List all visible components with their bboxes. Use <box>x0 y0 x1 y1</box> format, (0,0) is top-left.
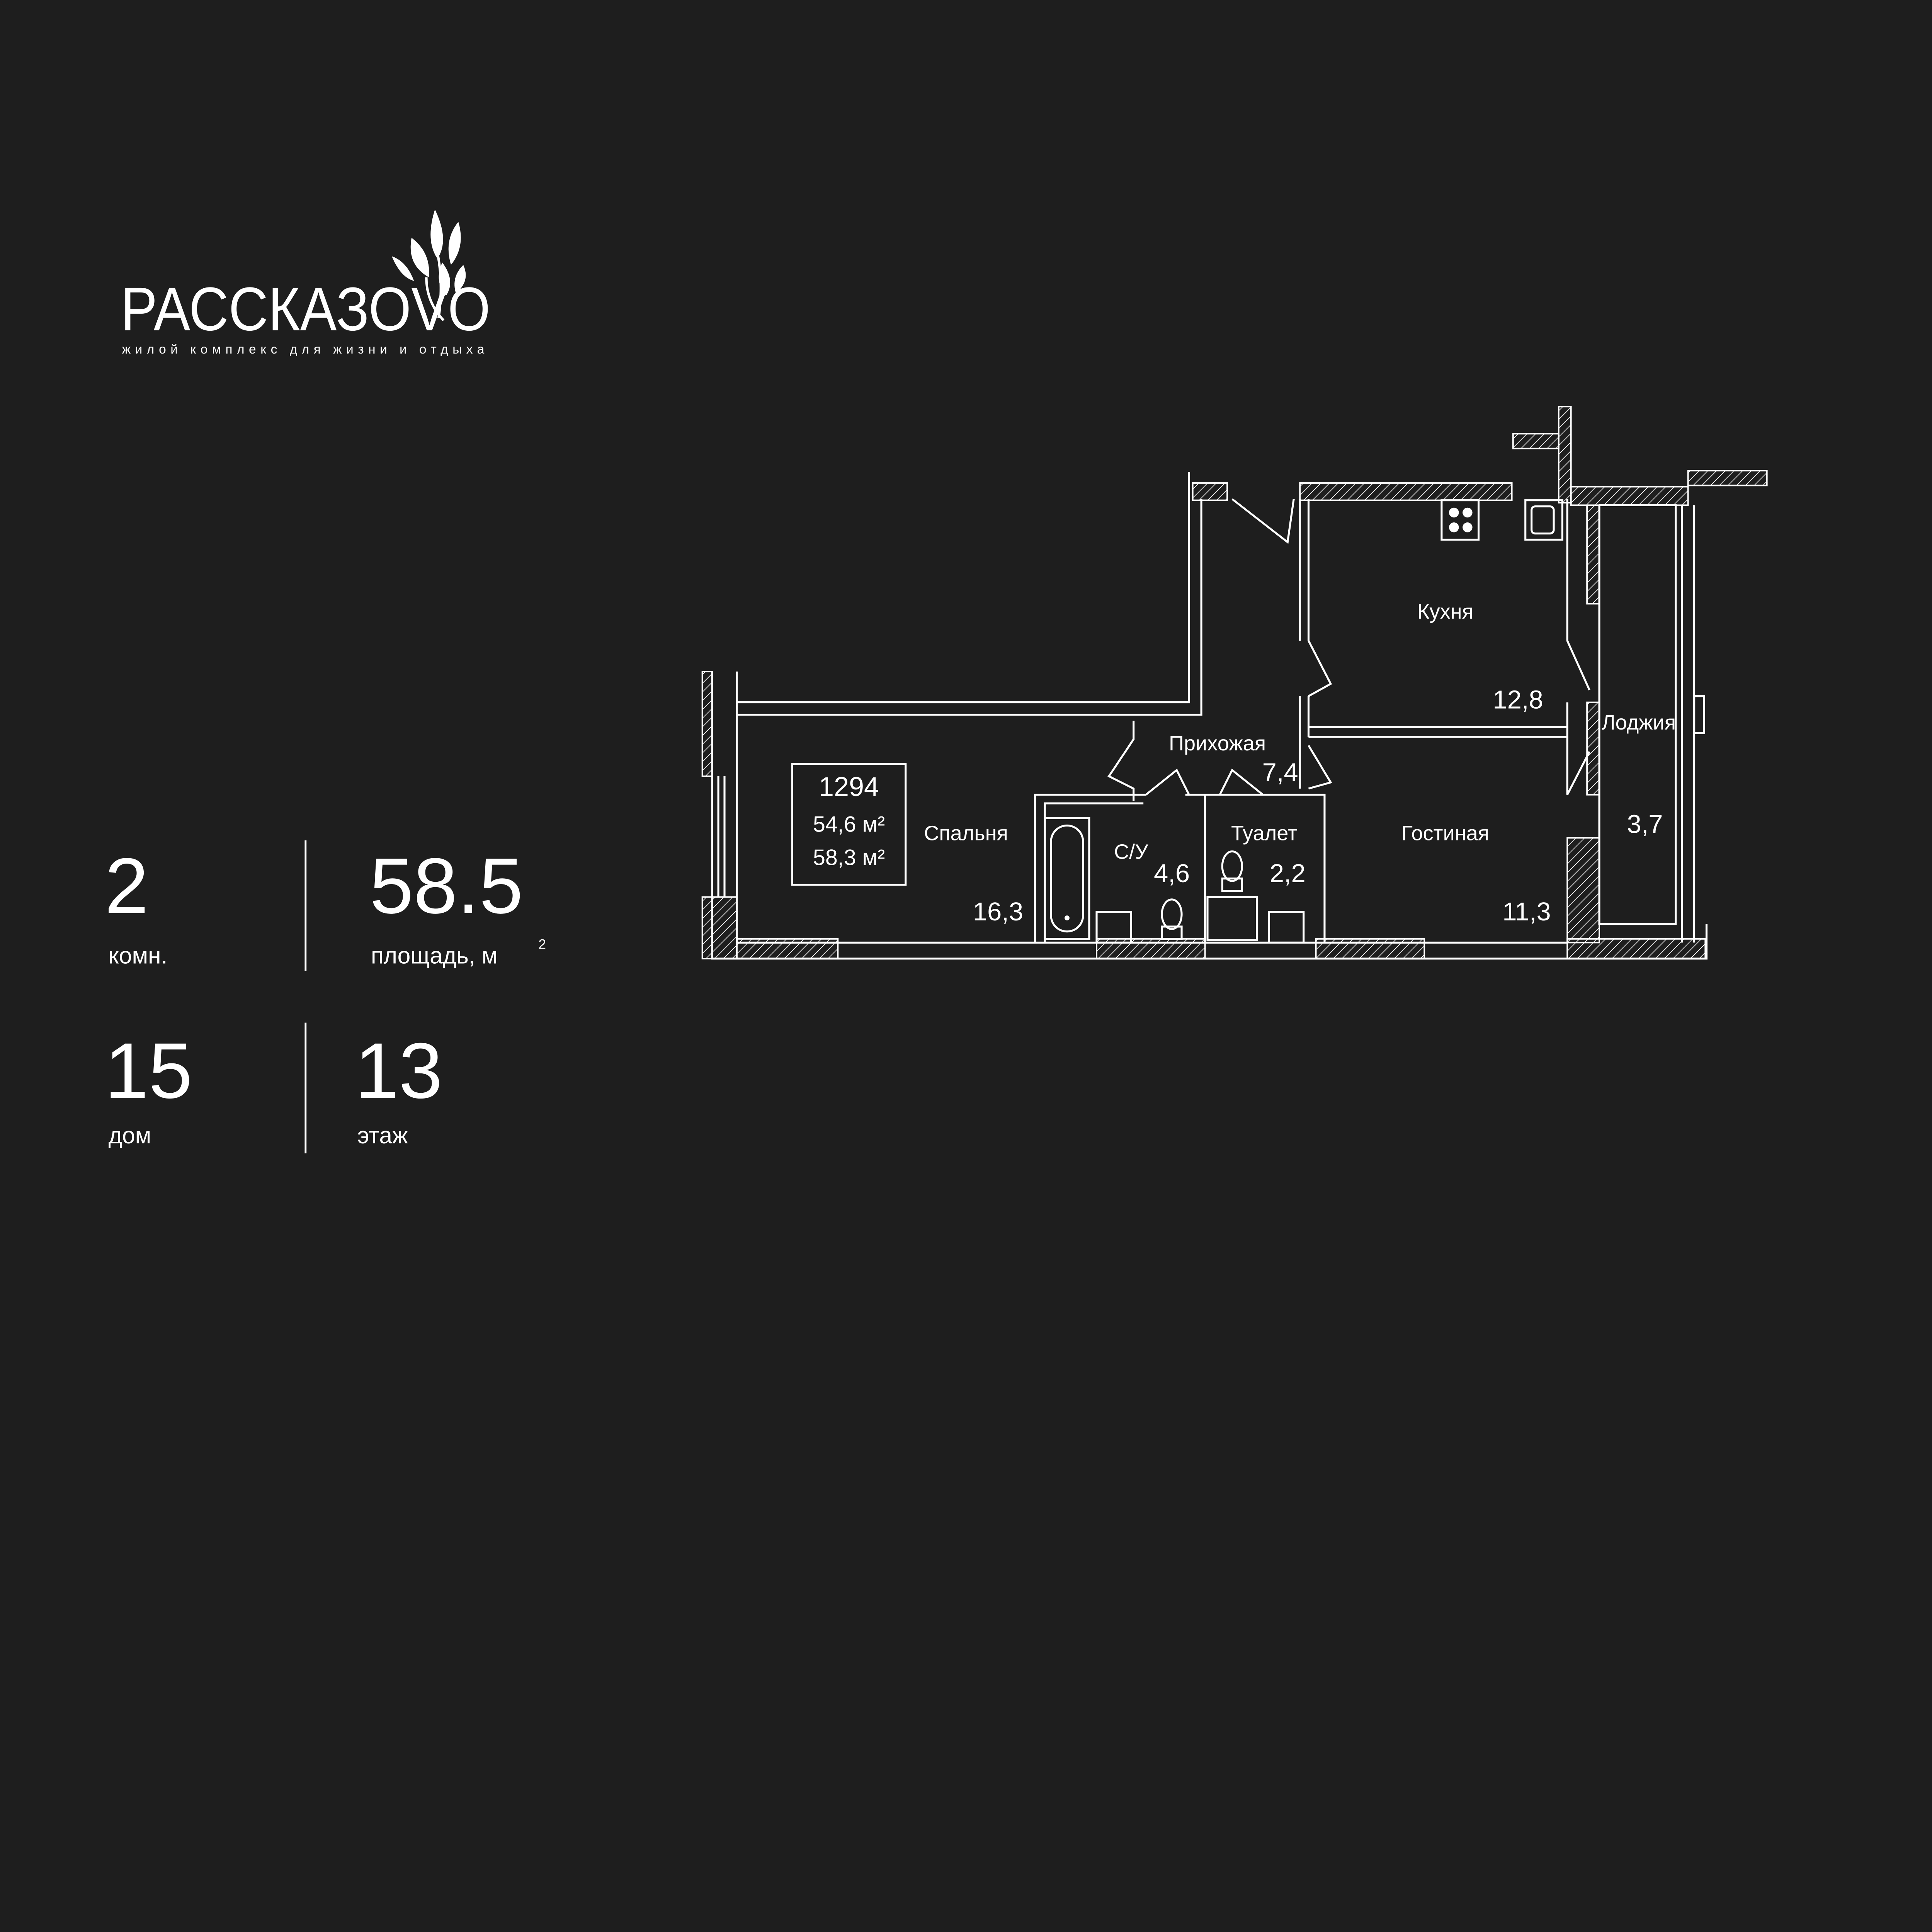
total-area: 58,3 м² <box>813 845 885 870</box>
page-canvas: РАССКАЗОVО жилой комплекс для жизни и от… <box>105 209 1768 1153</box>
bathtub-icon <box>1044 817 1090 940</box>
cabinet-icon <box>1268 911 1305 944</box>
door <box>1308 745 1332 790</box>
door <box>1107 721 1135 801</box>
door <box>1308 640 1332 697</box>
floor-value: 13 <box>355 1027 442 1115</box>
house-label: дом <box>109 1122 151 1148</box>
wall <box>1586 504 1600 605</box>
window <box>1693 695 1705 734</box>
sink-counter-icon <box>1206 896 1258 941</box>
wall <box>711 671 1708 960</box>
wall <box>1034 794 1326 943</box>
room-toilet-area: 2,2 <box>1270 859 1306 888</box>
room-toilet-name: Туалет <box>1231 822 1297 845</box>
leaves-icon <box>392 209 466 321</box>
stats-panel: 2 комн. 58.5 площадь, м 2 15 дом 13 этаж <box>105 840 546 1153</box>
sink-icon <box>1524 499 1563 541</box>
wall <box>736 671 1568 944</box>
area-value: 58.5 <box>370 842 523 930</box>
wall <box>736 472 1202 716</box>
wall <box>1570 486 1689 506</box>
room-kitchen-name: Кухня <box>1417 600 1473 623</box>
wall <box>1192 482 1228 501</box>
apartment-info-box <box>791 763 907 886</box>
room-bathroom-area: 4,6 <box>1154 859 1190 888</box>
wall <box>1566 499 1677 925</box>
room-living-name: Гостиная <box>1401 822 1489 845</box>
brand-tagline: жилой комплекс для жизни и отдыха <box>122 342 485 357</box>
room-hallway-area: 7,4 <box>1262 758 1298 787</box>
wall <box>1687 470 1768 486</box>
brand-logo: РАССКАЗОVО жилой комплекс для жизни и от… <box>121 209 491 357</box>
room-bedroom-name: Спальня <box>924 822 1008 845</box>
living-area: 54,6 м² <box>813 812 885 837</box>
window <box>717 776 726 897</box>
wall <box>1299 482 1513 501</box>
wall <box>701 670 713 777</box>
entrance-door <box>1231 498 1295 544</box>
brand-name: РАССКАЗОVО <box>121 275 491 344</box>
loggia-window <box>1681 505 1696 943</box>
house-value: 15 <box>105 1027 192 1115</box>
wall <box>701 896 738 959</box>
room-bathroom-name: С/У <box>1114 840 1148 864</box>
cabinet-icon <box>1095 911 1132 944</box>
apartment-number: 1294 <box>819 771 879 802</box>
rooms-label: комн. <box>109 942 168 969</box>
floor-plan: 1294 54,6 м² 58,3 м² Кухня 12,8 Лоджия 3… <box>701 406 1768 960</box>
room-loggia-area: 3,7 <box>1627 810 1663 839</box>
wall <box>1308 726 1568 738</box>
room-loggia-name: Лоджия <box>1602 711 1676 734</box>
area-label: площадь, м <box>371 942 498 969</box>
toilet-icon <box>1221 850 1243 892</box>
wall <box>1299 499 1310 789</box>
area-unit-sup: 2 <box>538 937 546 952</box>
room-living-area: 11,3 <box>1502 897 1551 926</box>
room-bedroom-area: 16,3 <box>973 897 1023 926</box>
room-hallway-name: Прихожая <box>1169 732 1266 755</box>
wall <box>1558 406 1572 503</box>
loggia-door <box>1566 640 1590 795</box>
stove-icon <box>1440 499 1480 541</box>
door <box>1145 769 1264 796</box>
room-kitchen-area: 12,8 <box>1493 685 1543 714</box>
wall <box>1566 837 1600 944</box>
wall <box>1586 701 1600 796</box>
wall <box>1512 433 1560 449</box>
floor-label: этаж <box>357 1122 408 1148</box>
rooms-value: 2 <box>105 842 149 930</box>
toilet-icon <box>1161 898 1183 940</box>
